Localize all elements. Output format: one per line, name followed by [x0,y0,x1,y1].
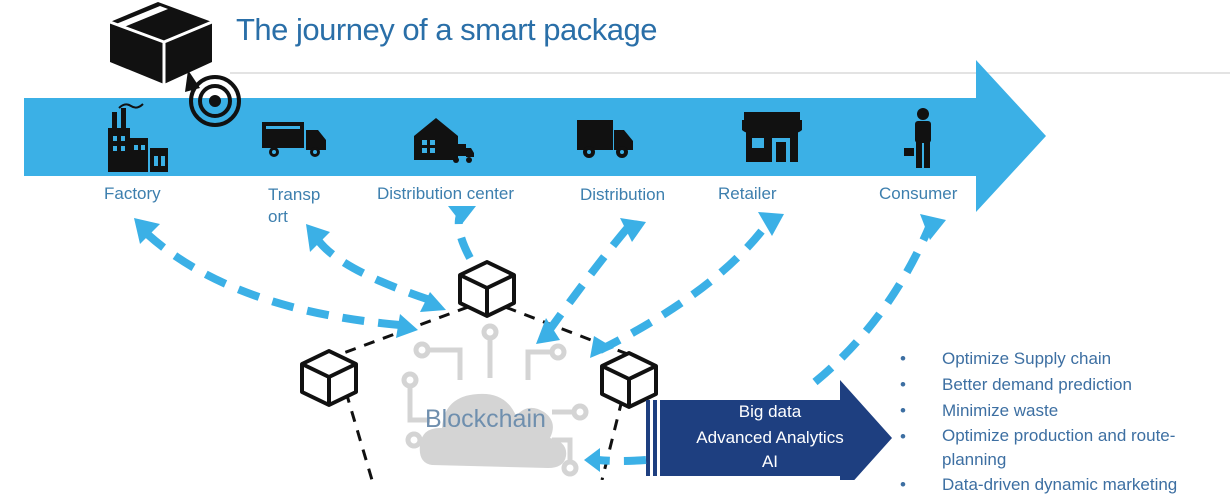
delivery-truck-icon [577,120,633,158]
journey-arrow [24,60,1046,212]
block-cube-icon [600,351,658,409]
cloud-circuit-icon [401,323,589,477]
tracking-target-icon [185,70,241,127]
stage-label-consumer: Consumer [879,184,958,203]
benefit-item: Optimize Supply chain [900,346,1230,372]
analytics-line: AI [761,452,779,471]
diagram-canvas [24,2,1230,480]
stage-label-transport: Transp ort [268,185,321,226]
benefits-list: Optimize Supply chain Better demand pred… [900,346,1230,498]
benefit-item: Data-driven dynamic marketing [900,472,1230,498]
page-title: The journey of a smart package [236,12,657,47]
analytics-line: Big data [738,402,802,421]
stage-label-distribution-center: Distribution center [377,184,515,203]
analytics-arrow [646,380,892,480]
person-icon [904,108,931,168]
block-cube-icon [300,349,358,407]
data-flow-arrowheads [134,206,946,472]
analytics-line: Advanced Analytics [696,428,844,447]
stage-label-retailer: Retailer [718,184,777,203]
truck-icon [262,122,326,157]
block-cube-icon [458,260,516,318]
store-icon [742,112,802,162]
package-icon [109,2,213,84]
benefit-item: Optimize production and route-planning [900,424,1230,472]
cloud-shape [419,393,567,468]
stage-label-distribution: Distribution [580,185,666,204]
factory-icon [108,103,168,172]
benefit-item: Better demand prediction [900,372,1230,398]
analytics-text: Big data Advanced Analytics AI [664,402,876,472]
warehouse-icon [414,118,474,163]
stage-label-factory: Factory [104,184,161,203]
benefit-item: Minimize waste [900,398,1230,424]
blockchain-label: Blockchain [425,405,546,433]
